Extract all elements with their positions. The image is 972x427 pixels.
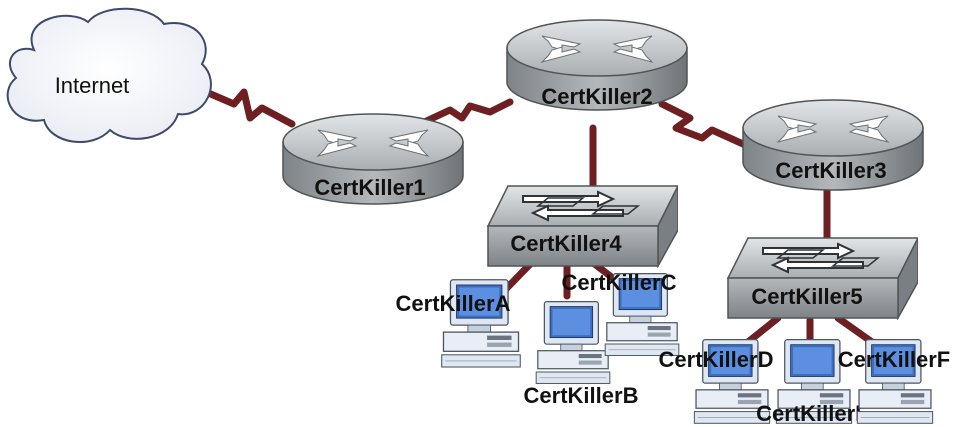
router-certkiller1[interactable]: CertKiller1: [282, 113, 464, 205]
host-certkillerd-label: CertKillerD: [659, 347, 774, 372]
host-certkillerb[interactable]: CertKillerB: [524, 300, 639, 408]
switch-certkiller4[interactable]: CertKiller4: [487, 185, 678, 267]
switch-certkiller4-label: CertKiller4: [510, 231, 622, 256]
link-s5-d: [744, 314, 782, 346]
router-certkiller3[interactable]: CertKiller3: [742, 99, 924, 191]
link-s5-f: [834, 314, 876, 346]
serial-link-r2-r3: [658, 100, 756, 152]
host-certkillerc[interactable]: CertKillerC: [562, 270, 680, 357]
host-certkillerf-label: CertKillerF: [838, 347, 950, 372]
host-certkillera-label: CertKillerA: [396, 291, 511, 316]
host-certkillere-label: CertKillerE: [756, 401, 870, 426]
switch-certkiller5-label: CertKiller5: [751, 284, 862, 309]
router-certkiller2[interactable]: CertKiller2: [506, 19, 688, 111]
workstation-icon: [535, 300, 611, 385]
internet-cloud: Internet: [6, 7, 212, 144]
serial-link-internet-r1: [202, 88, 296, 128]
internet-label: Internet: [55, 73, 130, 98]
serial-link-r1-r2: [416, 98, 514, 128]
host-certkillerd[interactable]: CertKillerD: [659, 338, 774, 425]
host-certkillerc-label: CertKillerC: [562, 270, 677, 295]
host-certkillera[interactable]: CertKillerA: [396, 278, 522, 368]
router-certkiller1-label: CertKiller1: [314, 175, 425, 200]
host-certkillerf[interactable]: CertKillerF: [838, 338, 950, 425]
host-certkillerb-label: CertKillerB: [524, 383, 639, 408]
router-certkiller3-label: CertKiller3: [775, 158, 886, 183]
host-certkillere[interactable]: CertKillerE: [756, 339, 870, 426]
cloud-icon: [6, 7, 212, 144]
switch-certkiller5[interactable]: CertKiller5: [727, 237, 918, 319]
router-certkiller2-label: CertKiller2: [541, 84, 652, 109]
